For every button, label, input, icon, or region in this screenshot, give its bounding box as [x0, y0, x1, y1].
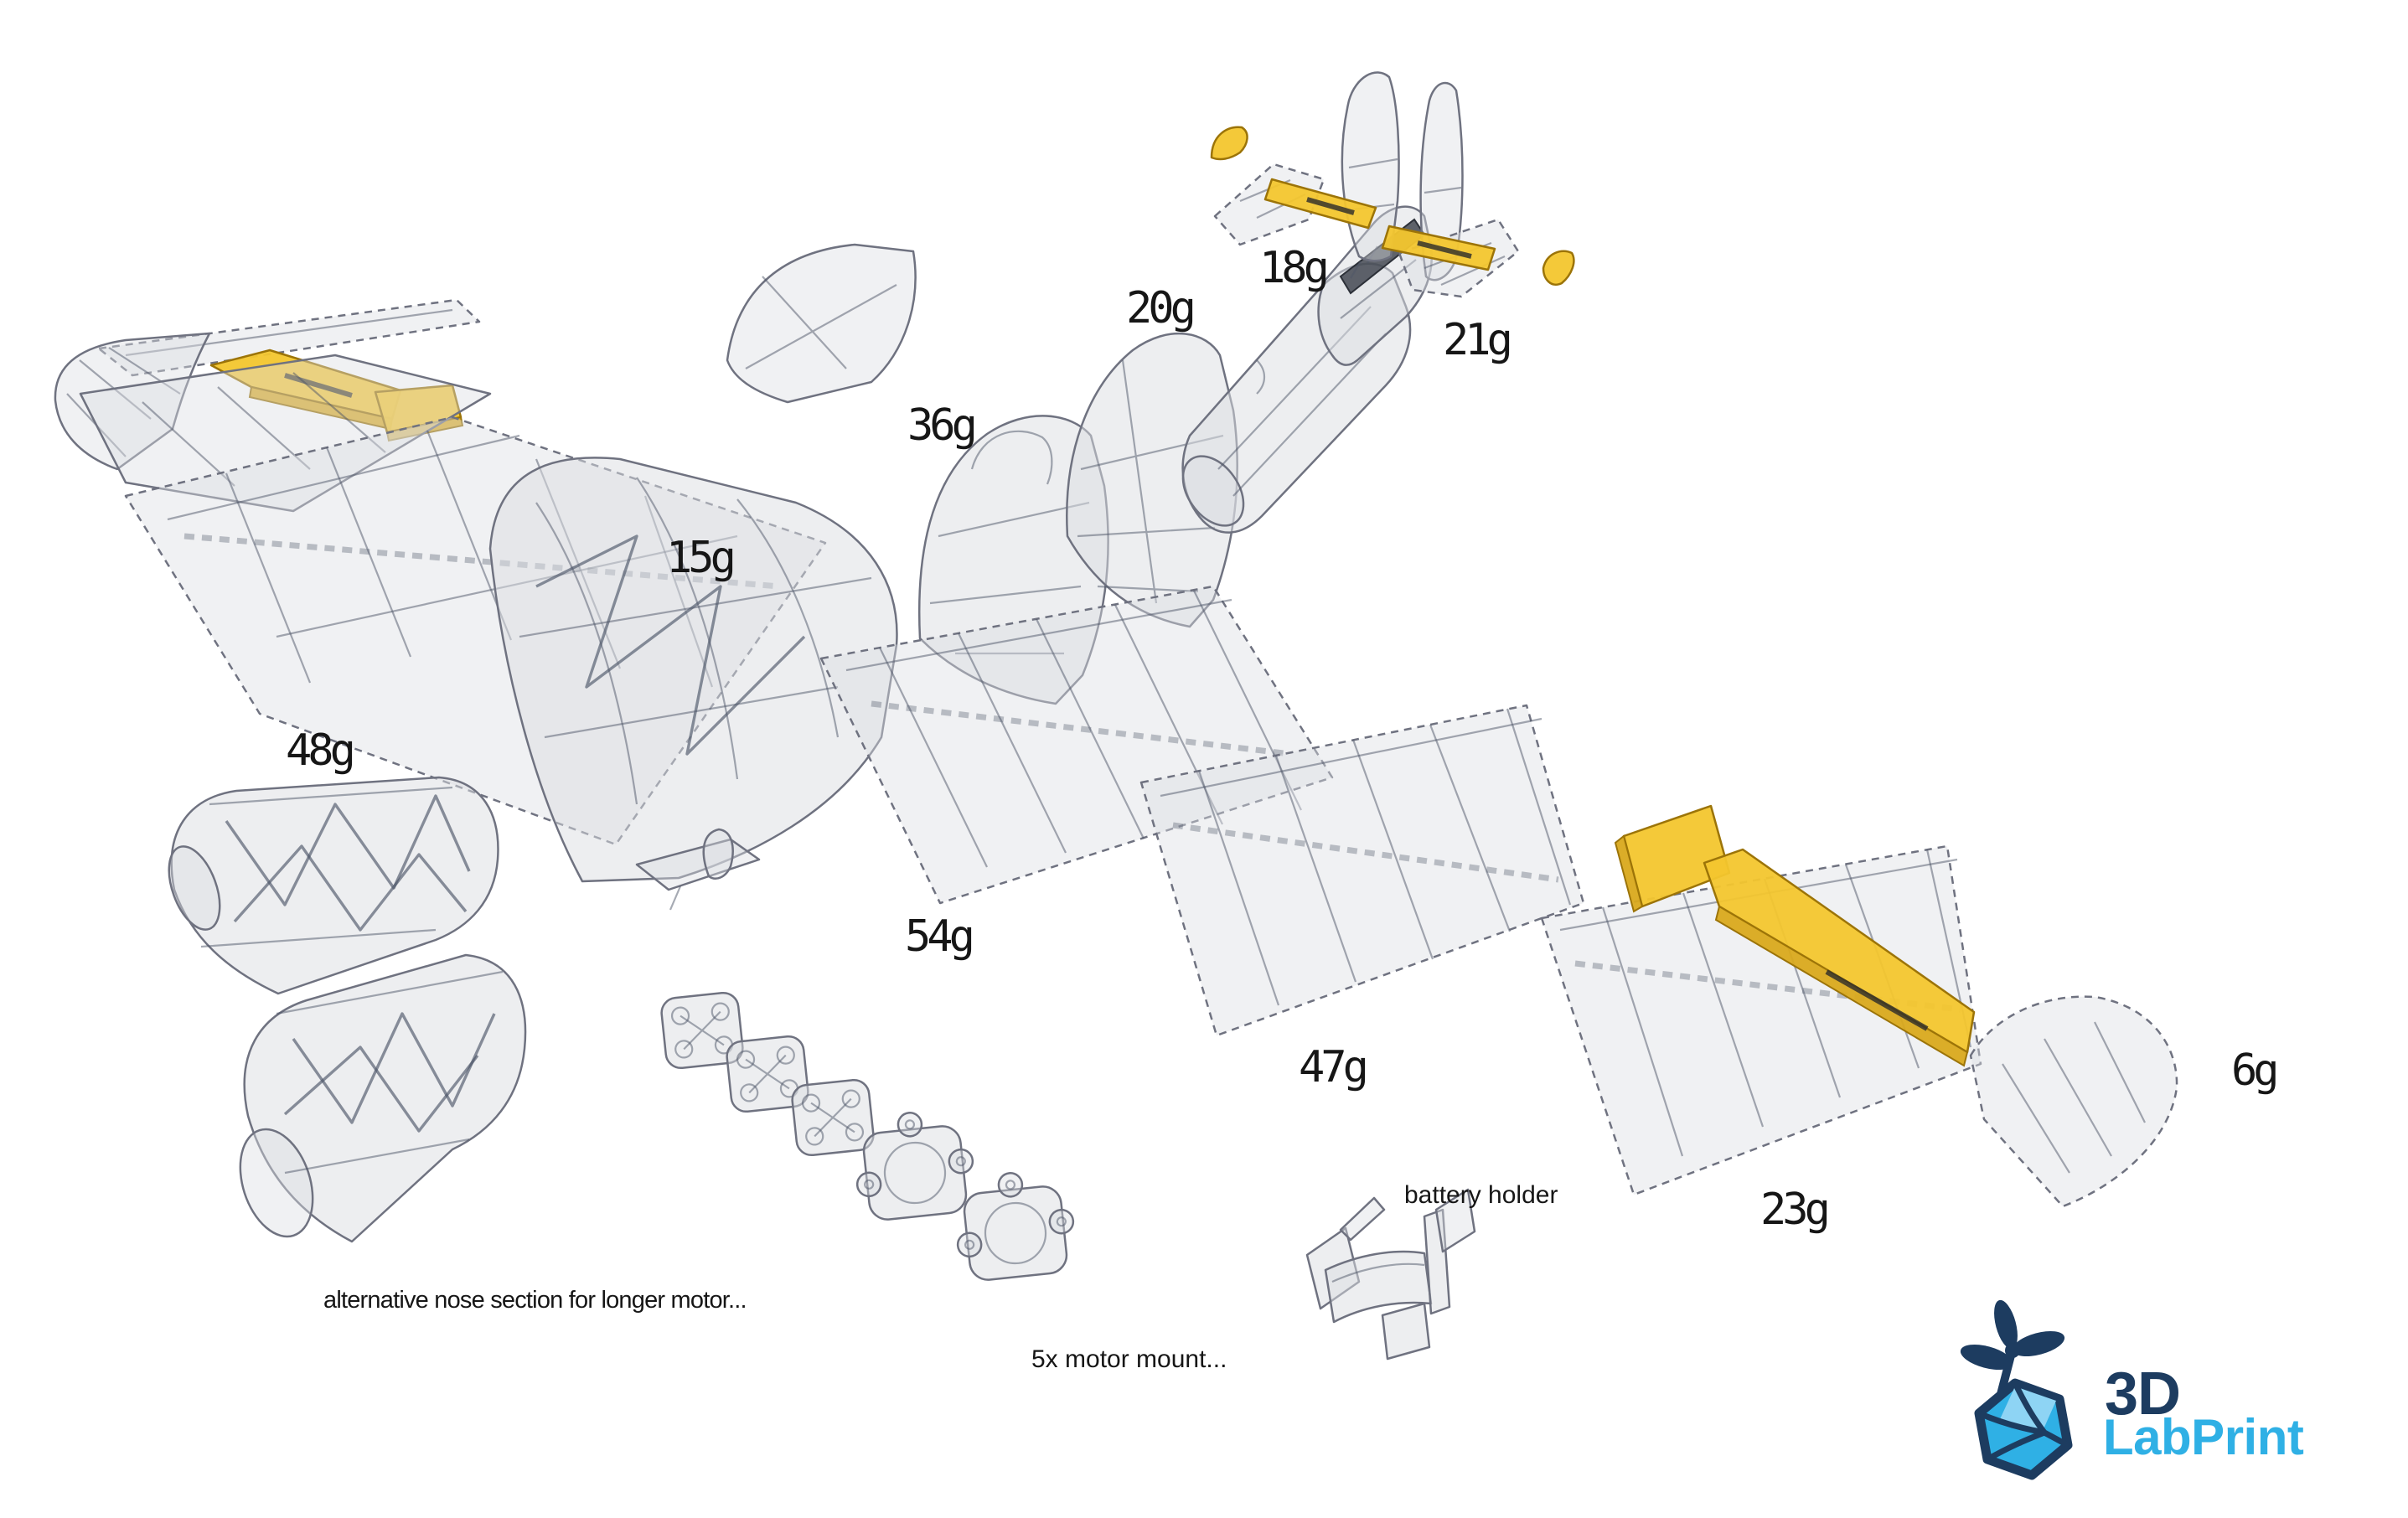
weight-label-canopy-section: 36g: [907, 400, 978, 451]
alternative-nose-note: alternative nose section for longer moto…: [323, 1287, 747, 1314]
weight-label-left-stabilizer: 18g: [1259, 243, 1330, 293]
right-stabilizer-tip: [1542, 250, 1575, 286]
propeller-box-logo-icon: [1960, 1299, 2073, 1480]
weight-label-wing-tip: 6g: [2231, 1046, 2280, 1096]
nose-section: [168, 776, 499, 995]
weight-label-outer-wing: 23g: [1760, 1185, 1831, 1235]
right-elevator: [1381, 225, 1496, 271]
weight-label-nose: 48g: [286, 725, 356, 776]
logo-text-3d: 3D: [2105, 1361, 2181, 1428]
weight-label-mid-wing: 47g: [1299, 1042, 1369, 1092]
mid-wing-panel: [1139, 704, 1585, 1037]
battery-holder: [1305, 1188, 1476, 1361]
wing-root-fuselage-section: [488, 243, 917, 883]
right-wing-tip: [1969, 995, 2178, 1208]
motor-mount-note: 5x motor mount...: [1031, 1345, 1227, 1373]
weight-label-center-wing: 54g: [905, 911, 975, 962]
weight-label-tail-section: 21g: [1443, 315, 1513, 365]
battery-holder-note: battery holder: [1404, 1181, 1558, 1209]
alternative-nose-section: [239, 953, 527, 1243]
left-stabilizer-tip: [1210, 126, 1248, 161]
weight-label-wing-root: 15g: [666, 533, 736, 583]
center-wing-section: [819, 585, 1334, 905]
logo-text-labprint: LabPrint: [2103, 1409, 2304, 1465]
left-wing-tip: [54, 332, 211, 471]
weight-label-rear-fuselage: 20g: [1126, 283, 1196, 333]
right-aileron: [1703, 848, 1976, 1067]
tail-wheel-assembly: [635, 828, 761, 911]
motor-mount-spacers: [660, 991, 875, 1157]
motor-mount-rings: [855, 1112, 1075, 1281]
left-elevator: [1263, 178, 1377, 230]
left-wing-rear-strip: [97, 298, 481, 377]
